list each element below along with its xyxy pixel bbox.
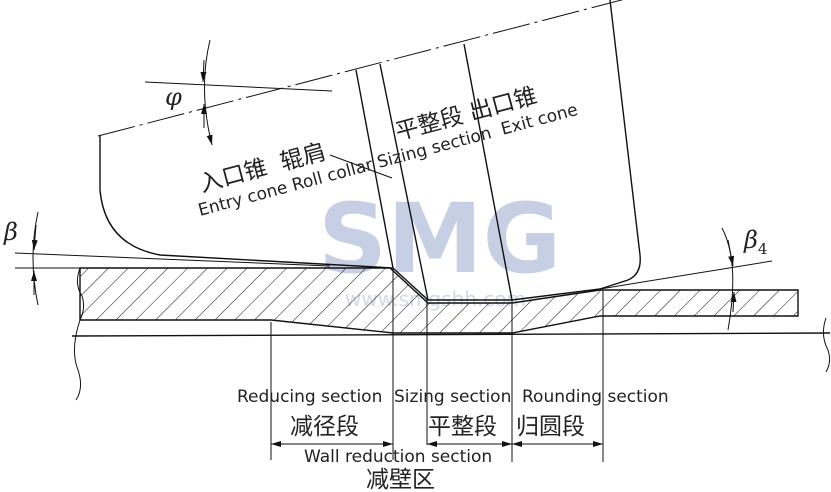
phi-reference-line — [144, 81, 333, 92]
phi-label: φ — [165, 83, 182, 111]
sizing-section-label: Sizing section — [394, 387, 511, 407]
beta4-arrow-top — [727, 239, 735, 267]
rounding-section-label: Rounding section — [522, 387, 669, 407]
reducing-section-label: Reducing section — [237, 387, 382, 407]
phi-arrow-top — [200, 59, 207, 83]
mandrel-line — [71, 332, 831, 337]
left-break-line-bottom — [74, 319, 82, 401]
beta-reference-line — [14, 252, 331, 267]
beta-arrow-top — [31, 224, 38, 251]
beta4-reference-line — [599, 260, 773, 290]
rounding-section-cn: 归圆段 — [516, 414, 585, 440]
sizing-exit-boundary — [463, 43, 513, 301]
phi-angle-arc — [203, 39, 213, 146]
reducing-section-cn: 减径段 — [290, 414, 359, 440]
roll-collar-line-1 — [355, 69, 394, 269]
wall-reduction-label: Wall reduction section — [304, 447, 492, 467]
roll-collar-line-2 — [379, 63, 429, 301]
beta-angle-arc — [32, 211, 39, 306]
beta-label: β — [3, 218, 18, 246]
left-break-line-top — [76, 267, 85, 321]
sizing-section-cn: 平整段 — [428, 414, 497, 440]
roll-collar-leader — [329, 154, 393, 179]
right-break-line — [822, 317, 831, 373]
roll-axis-line — [97, 0, 624, 137]
beta4-label: β4 — [743, 226, 767, 258]
tube-wall-section — [79, 267, 799, 334]
wall-reduction-cn: 减壁区 — [366, 467, 435, 492]
